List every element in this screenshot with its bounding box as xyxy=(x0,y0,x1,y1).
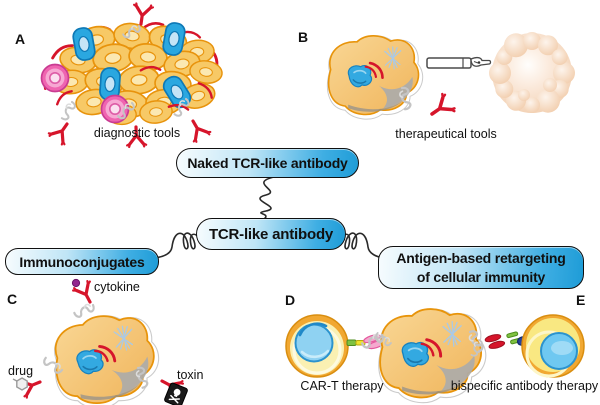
panel-e-caption: bispecific antibody therapy xyxy=(450,379,599,393)
glycan-chain-icon xyxy=(72,300,96,321)
tumor-spheroid xyxy=(489,32,575,113)
panel-b-tumor-cell xyxy=(326,34,458,125)
panel-a-letter: A xyxy=(15,31,26,47)
naked-tcr-antibody-label: Naked TCR-like antibody xyxy=(187,155,348,171)
panel-b-letter: B xyxy=(298,29,309,45)
panel-a-caption: diagnostic tools xyxy=(93,126,181,140)
panel-b-caption: therapeutical tools xyxy=(395,127,497,141)
panel-d-caption: CAR-T therapy xyxy=(300,379,384,393)
car-t-cell xyxy=(285,314,349,378)
drug-molecule-icon xyxy=(12,377,28,391)
panel-c-immunoconjugate-cell xyxy=(12,278,188,405)
cytokine-dot-icon xyxy=(71,278,81,288)
panel-c-letter: C xyxy=(7,291,18,307)
toxin-label: toxin xyxy=(177,368,204,382)
naked-tcr-antibody-box: Naked TCR-like antibody xyxy=(176,148,359,178)
immunoconjugates-box: Immunoconjugates xyxy=(5,248,159,275)
coil-connector-icon xyxy=(153,176,385,259)
cytokine-label: cytokine xyxy=(94,280,140,294)
drug-label: drug xyxy=(8,364,34,378)
antibody-icon xyxy=(129,1,155,27)
immunoconjugates-label: Immunoconjugates xyxy=(19,253,145,270)
antibody-icon xyxy=(424,91,458,125)
tcr-antibody-box: TCR-like antibody xyxy=(196,218,346,250)
panel-e-letter: E xyxy=(576,292,586,308)
panel-d-letter: D xyxy=(285,292,296,308)
antigen-retargeting-box: Antigen-based retargeting of cellular im… xyxy=(378,246,584,289)
glycan-chain-icon xyxy=(56,100,80,122)
antigen-retargeting-line1: Antigen-based retargeting xyxy=(396,250,566,267)
pointing-tool-icon xyxy=(426,56,492,69)
tcr-antibody-label: TCR-like antibody xyxy=(208,225,334,243)
toxin-skull-icon xyxy=(164,382,188,405)
bispecific-t-cell xyxy=(521,314,585,378)
antigen-retargeting-line2: of cellular immunity xyxy=(416,268,546,285)
